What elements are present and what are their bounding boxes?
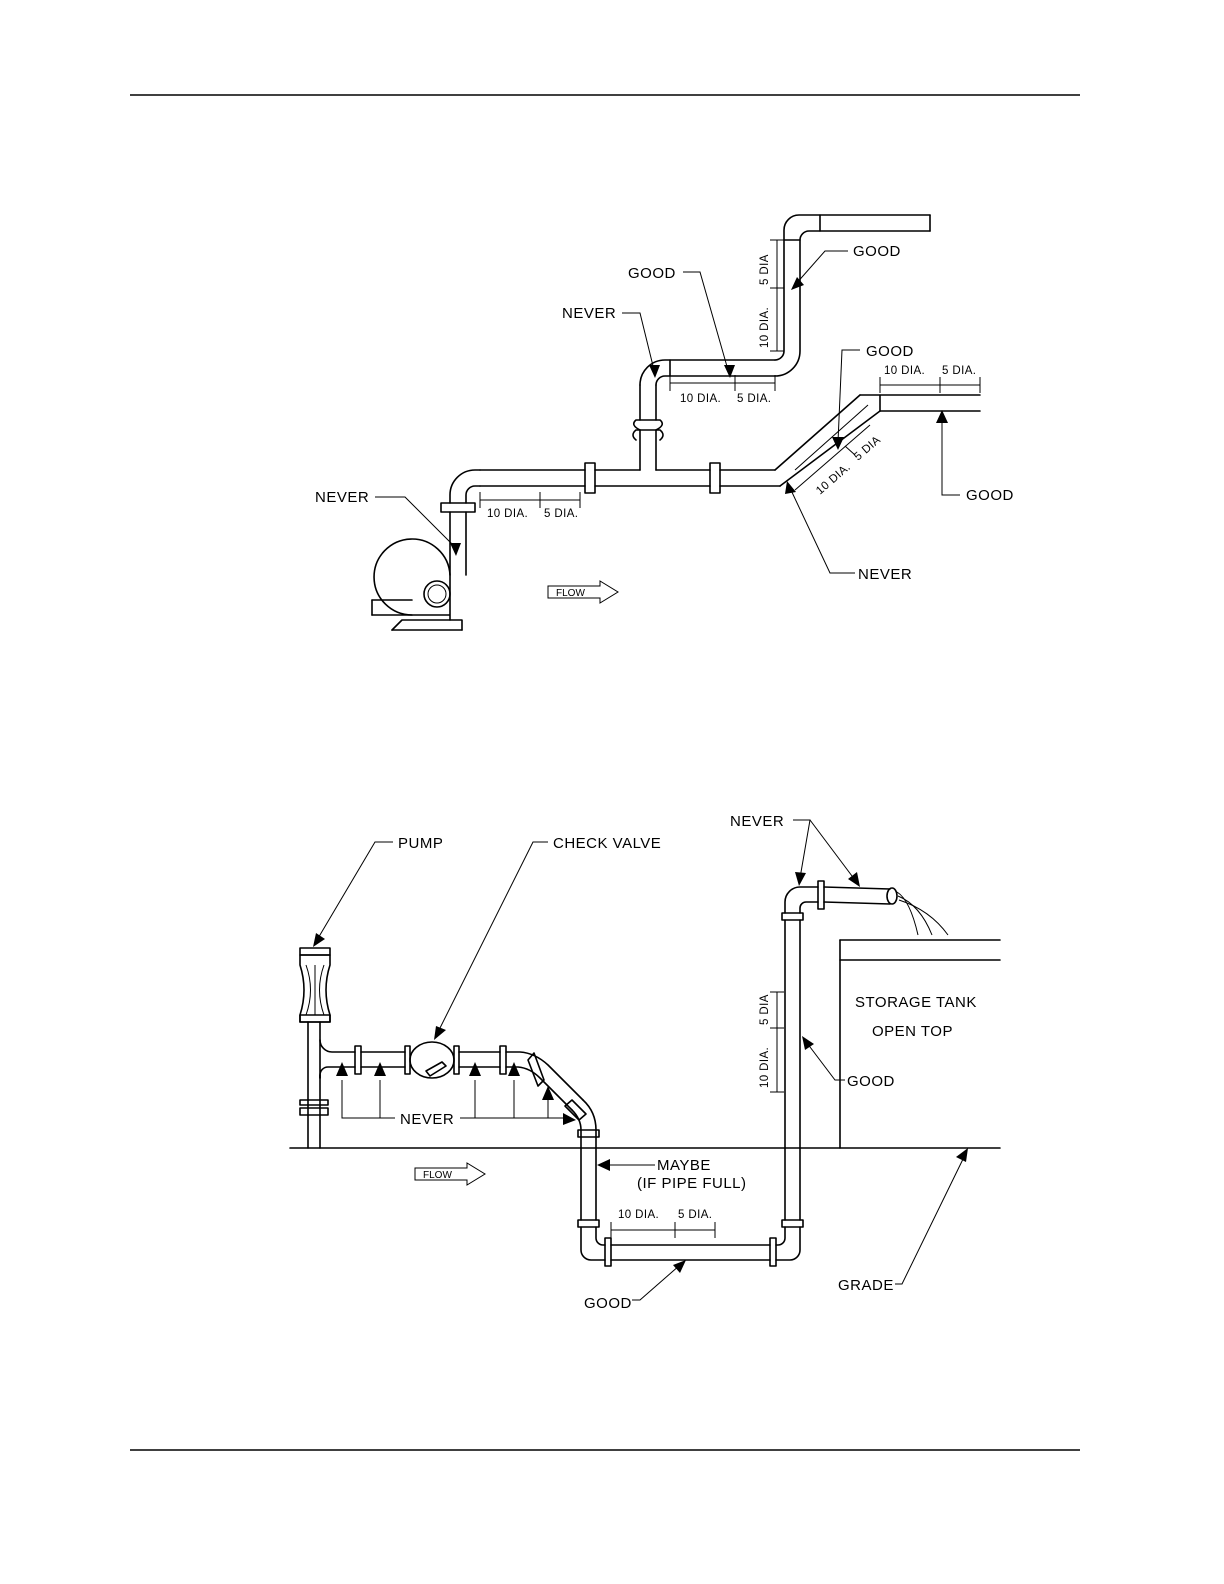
dims-bottom <box>611 992 784 1238</box>
dim-10-bottom: 10 DIA. <box>618 1209 659 1221</box>
pump-bottom <box>300 948 330 1148</box>
flow-label-bottom: FLOW <box>423 1170 452 1181</box>
pump-top <box>372 539 462 630</box>
dim-5-pump: 5 DIA. <box>544 508 578 520</box>
leaders-bottom <box>313 820 968 1300</box>
label-good-riser-bottom: GOOD <box>847 1073 895 1090</box>
label-good-bottom: GOOD <box>584 1295 632 1312</box>
dim-5-outlet: 5 DIA. <box>942 365 976 377</box>
dim-10-branch: 10 DIA. <box>680 393 721 405</box>
label-never-slope: NEVER <box>858 566 912 583</box>
dim-10-slope: 10 DIA. <box>814 461 853 497</box>
dim-5-slope: 5 DIA <box>852 434 883 463</box>
label-good-slope: GOOD <box>866 343 914 360</box>
label-pump: PUMP <box>398 835 443 852</box>
label-check-valve: CHECK VALVE <box>553 835 661 852</box>
pump-riser <box>441 470 480 575</box>
label-if-pipe-full: (IF PIPE FULL) <box>637 1175 747 1192</box>
flow-label-top: FLOW <box>556 588 585 599</box>
leaders-top <box>375 251 960 573</box>
label-maybe: MAYBE <box>657 1157 711 1174</box>
dim-10-riser: 10 DIA. <box>759 307 771 348</box>
dim-10-riser-bottom: 10 DIA. <box>759 1047 771 1088</box>
label-open-top: OPEN TOP <box>872 1023 953 1040</box>
label-good-outlet: GOOD <box>966 487 1014 504</box>
dim-10-pump: 10 DIA. <box>487 508 528 520</box>
dim-5-bottom: 5 DIA. <box>678 1209 712 1221</box>
label-good-riser: GOOD <box>853 243 901 260</box>
label-storage-tank: STORAGE TANK <box>855 994 977 1011</box>
label-never-pump: NEVER <box>315 489 369 506</box>
label-never-outlet: NEVER <box>730 813 784 830</box>
dim-5-branch: 5 DIA. <box>737 393 771 405</box>
dim-5-riser-bottom: 5 DIA <box>759 994 771 1025</box>
label-good-branch: GOOD <box>628 265 676 282</box>
label-grade: GRADE <box>838 1277 894 1294</box>
dim-5-riser: 5 DIA <box>759 254 771 285</box>
figure-bottom <box>290 820 1000 1300</box>
storage-tank <box>840 940 1000 1148</box>
dim-10-outlet: 10 DIA. <box>884 365 925 377</box>
label-never-discharge: NEVER <box>400 1111 454 1128</box>
label-never-branch: NEVER <box>562 305 616 322</box>
main-pipe-top <box>480 395 980 493</box>
